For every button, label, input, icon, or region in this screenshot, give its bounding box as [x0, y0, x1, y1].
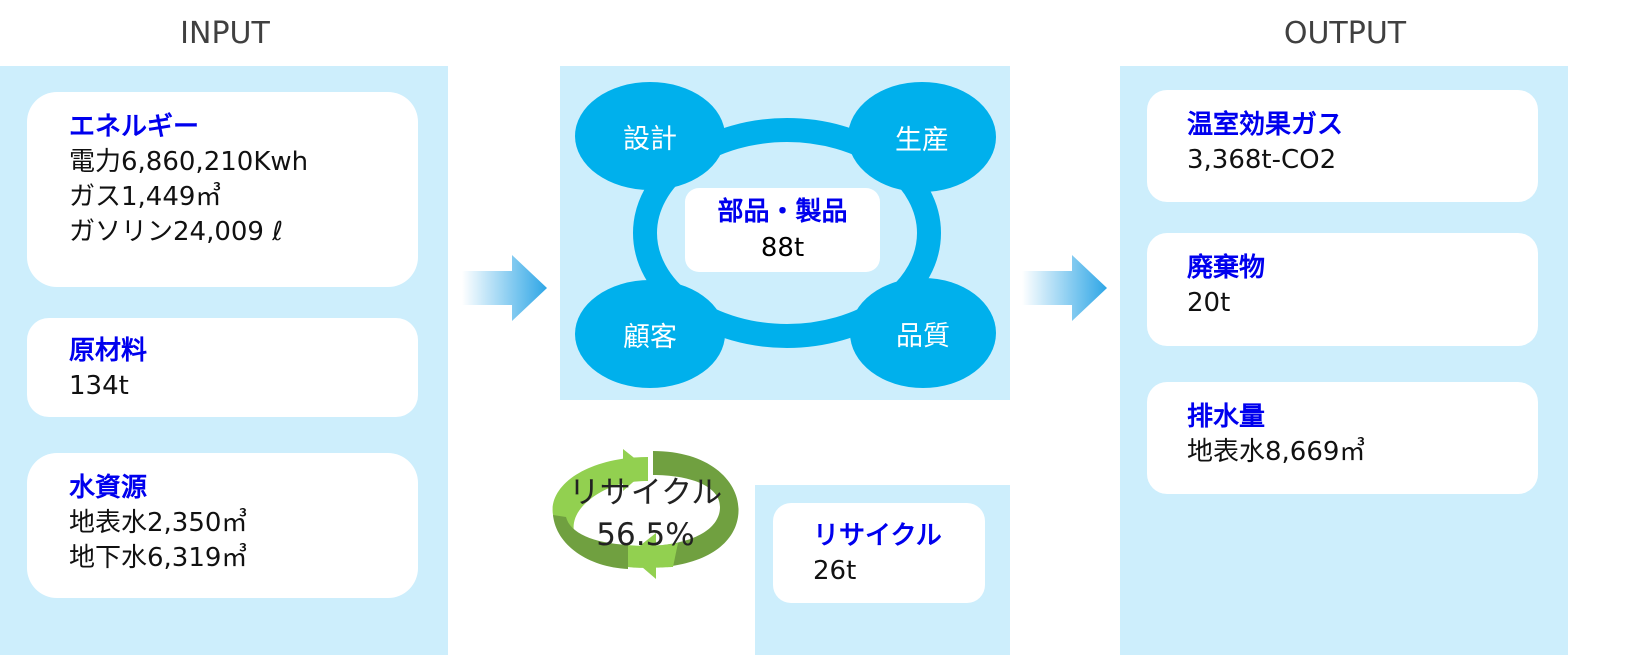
input-title: INPUT — [180, 16, 270, 51]
recycle-icon — [552, 449, 739, 579]
water-ground: 地下水6,319㎥ — [69, 543, 248, 573]
materials-value: 134t — [69, 371, 129, 401]
energy-card: エネルギー 電力6,860,210Kwh ガス1,449㎥ ガソリン24,009… — [27, 92, 418, 287]
drainage-value: 地表水8,669㎥ — [1187, 437, 1366, 467]
product-box: 部品・製品 88t — [685, 188, 880, 272]
water-surface: 地表水2,350㎥ — [69, 508, 248, 538]
process-ring — [633, 118, 941, 348]
ghg-card: 温室効果ガス 3,368t-CO2 — [1147, 90, 1538, 202]
recycle-heading: リサイクル — [813, 521, 942, 551]
node-customer: 顧客 — [575, 280, 725, 388]
materials-heading: 原材料 — [69, 336, 148, 366]
recycle-rate: 56.5% — [596, 517, 695, 553]
drainage-card: 排水量 地表水8,669㎥ — [1147, 382, 1538, 494]
ghg-heading: 温室効果ガス — [1187, 110, 1344, 140]
materials-card: 原材料 134t — [27, 318, 418, 417]
energy-gasoline: ガソリン24,009 ℓ — [69, 217, 283, 247]
product-heading: 部品・製品 — [717, 197, 848, 227]
node-production: 生産 — [848, 82, 996, 192]
energy-gas: ガス1,449㎥ — [69, 182, 222, 212]
waste-value: 20t — [1187, 288, 1231, 318]
energy-electricity: 電力6,860,210Kwh — [69, 147, 309, 177]
energy-heading: エネルギー — [69, 112, 200, 142]
recycle-card: リサイクル 26t — [773, 503, 985, 603]
water-heading: 水資源 — [69, 473, 148, 503]
recycle-icon-label: リサイクル — [568, 475, 723, 511]
output-title: OUTPUT — [1283, 16, 1407, 51]
ghg-value: 3,368t-CO2 — [1187, 145, 1337, 175]
node-design: 設計 — [575, 82, 725, 190]
recycle-rate-label: リサイクル 56.5% — [548, 472, 743, 556]
drainage-heading: 排水量 — [1187, 402, 1266, 432]
recycle-value: 26t — [813, 556, 857, 586]
product-value: 88t — [760, 233, 805, 263]
node-quality: 品質 — [850, 278, 996, 388]
arrow-right-icon — [462, 255, 547, 321]
water-card: 水資源 地表水2,350㎥ 地下水6,319㎥ — [27, 453, 418, 598]
waste-card: 廃棄物 20t — [1147, 233, 1538, 346]
arrow-right-icon — [1022, 255, 1107, 321]
waste-heading: 廃棄物 — [1187, 253, 1266, 283]
